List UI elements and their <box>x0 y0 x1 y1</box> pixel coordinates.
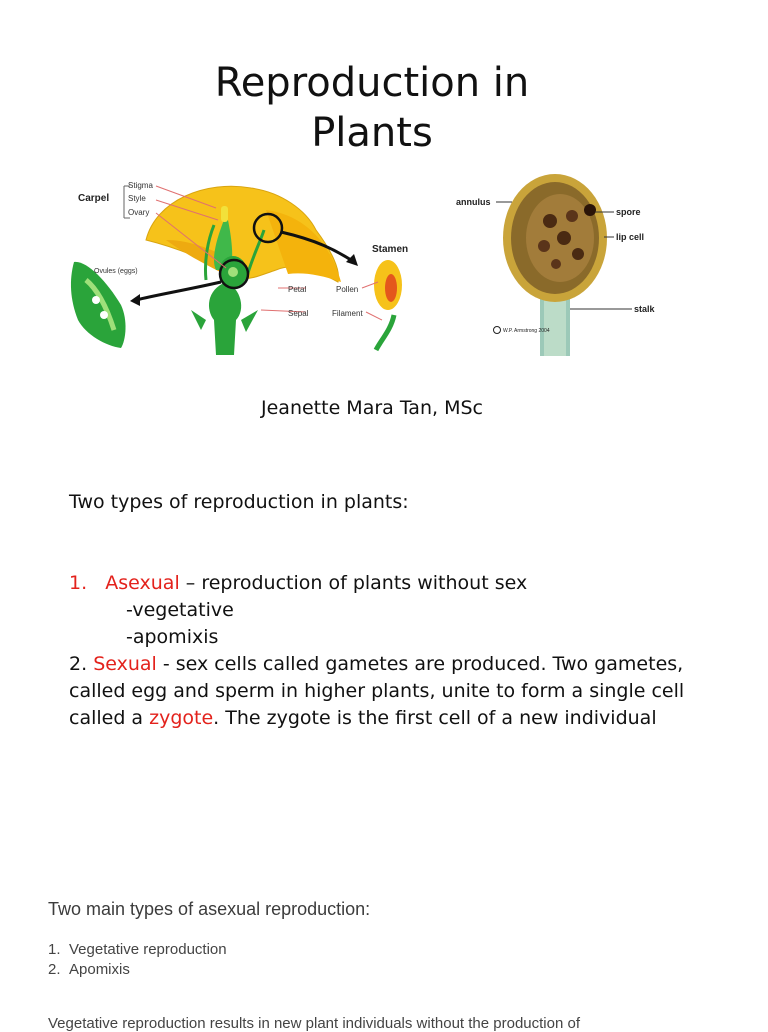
intro-text: Two types of reproduction in plants: <box>69 491 409 513</box>
label-lip-cell: lip cell <box>616 232 644 242</box>
title-line-1: Reproduction in <box>214 60 530 106</box>
reproduction-types-list: 1. Asexual – reproduction of plants with… <box>69 570 684 732</box>
item-text: Apomixis <box>69 961 130 978</box>
page-title: Reproduction in Plants <box>0 58 744 158</box>
label-stamen: Stamen <box>372 244 408 255</box>
label-carpel: Carpel <box>78 193 109 204</box>
sexual-description-3: called a zygote. The zygote is the first… <box>69 705 684 732</box>
term-sexual: Sexual <box>93 653 157 675</box>
list-item: 1. Vegetative reproduction <box>48 940 227 960</box>
item-number: 2. <box>69 653 88 675</box>
label-filament: Filament <box>332 309 363 318</box>
label-annulus: annulus <box>456 197 491 207</box>
label-sepal: Sepal <box>288 309 309 318</box>
sexual-description-1: - sex cells called gametes are produced.… <box>156 653 684 675</box>
sexual-description-2: called egg and sperm in higher plants, u… <box>69 680 685 702</box>
title-line-2: Plants <box>311 110 433 156</box>
label-stalk: stalk <box>634 304 656 314</box>
sub-item-apomixis: -apomixis <box>126 626 219 648</box>
sporangium-diagram: annulus spore lip cell stalk W.P. Armstr… <box>456 174 656 356</box>
term-asexual: Asexual <box>105 572 180 594</box>
item-number: 1. <box>48 941 61 958</box>
asexual-types-list: 1. Vegetative reproduction 2. Apomixis <box>48 940 227 980</box>
label-spore: spore <box>616 207 641 217</box>
sexual-desc-prefix: called a <box>69 707 150 729</box>
label-ovary: Ovary <box>128 208 149 217</box>
photo-credit: W.P. Armstrong 2004 <box>503 328 550 334</box>
label-ovules: Ovules (eggs) <box>94 268 138 275</box>
item-number: 1. <box>69 572 88 594</box>
label-style: Style <box>128 194 146 203</box>
list-item: 2. Apomixis <box>48 960 227 980</box>
label-pollen: Pollen <box>336 285 358 294</box>
label-stigma: Stigma <box>128 181 153 190</box>
item-text: Vegetative reproduction <box>69 941 227 958</box>
term-zygote: zygote <box>149 707 214 729</box>
sub-item-vegetative: -vegetative <box>126 599 234 621</box>
author-name: Jeanette Mara Tan, MSc <box>261 397 483 419</box>
list-item-asexual: 1. Asexual – reproduction of plants with… <box>69 570 684 597</box>
item-number: 2. <box>48 961 61 978</box>
copyright-icon <box>493 326 501 334</box>
label-petal: Petal <box>288 285 306 294</box>
asexual-description: – reproduction of plants without sex <box>179 572 528 594</box>
sexual-desc-suffix: . The zygote is the first cell of a new … <box>213 707 657 729</box>
flower-diagram: Carpel Stigma Style Ovary Ovules (eggs) … <box>70 181 408 355</box>
list-item-sexual: 2. Sexual - sex cells called gametes are… <box>69 651 684 678</box>
section-heading: Two main types of asexual reproduction: <box>48 899 371 919</box>
